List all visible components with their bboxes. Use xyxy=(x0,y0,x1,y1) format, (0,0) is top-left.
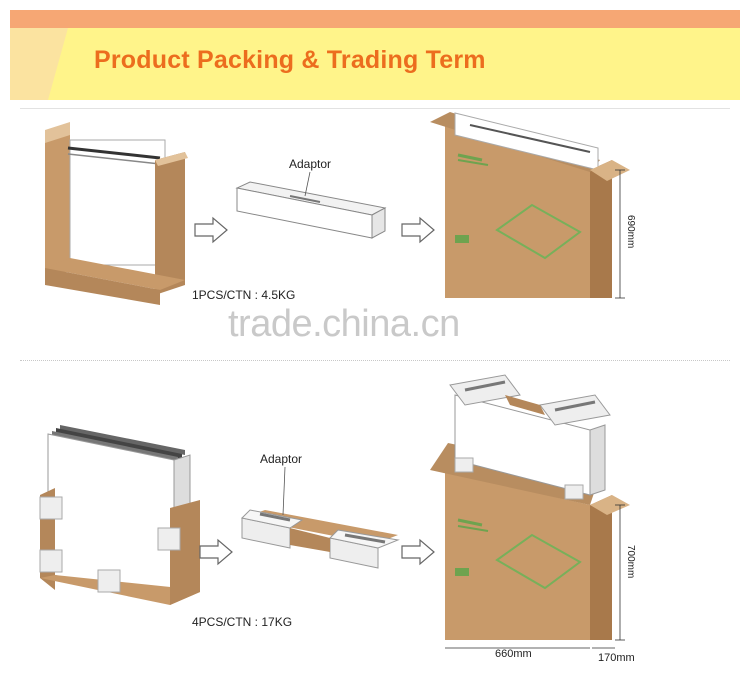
section-divider xyxy=(20,360,730,361)
single-panel-frame xyxy=(45,122,188,305)
watermark: trade.china.cn xyxy=(228,303,460,345)
carton-bulk xyxy=(430,374,630,649)
arrow-1a xyxy=(194,217,228,243)
weight-label-single: 1PCS/CTN : 4.5KG xyxy=(192,288,296,302)
height-label-single: 690mm xyxy=(625,215,636,249)
header-divider xyxy=(20,108,730,109)
adaptor-label-bulk: Adaptor xyxy=(260,452,303,466)
adaptor-label-single: Adaptor xyxy=(289,157,332,171)
width-label-bulk: 660mm xyxy=(495,648,532,660)
stacked-panels xyxy=(39,425,200,605)
banner-fill xyxy=(68,28,740,100)
page-title: Product Packing & Trading Term xyxy=(94,46,486,74)
adaptor-bar-single xyxy=(235,171,387,239)
carton-single xyxy=(430,112,630,299)
arrow-2a xyxy=(199,539,233,565)
arrow-1b xyxy=(401,217,435,243)
weight-label-bulk: 4PCS/CTN : 17KG xyxy=(192,615,293,629)
banner-top-band xyxy=(10,10,740,28)
height-label-bulk: 700mm xyxy=(625,545,636,579)
header-banner: Product Packing & Trading Term xyxy=(10,10,740,100)
arrow-2b xyxy=(401,539,435,565)
adaptor-bar-bulk xyxy=(240,466,400,569)
depth-label-bulk: 170mm xyxy=(598,652,635,664)
